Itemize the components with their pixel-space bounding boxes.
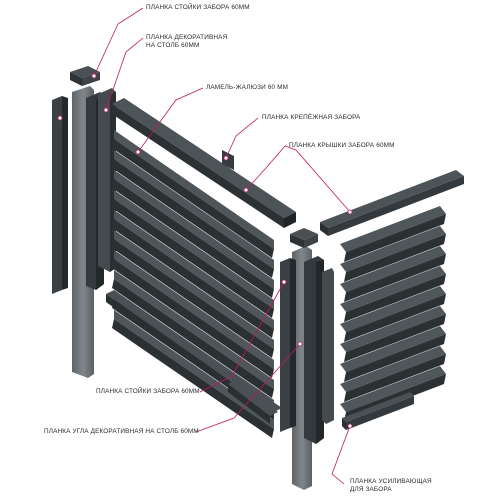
left-post-bar-front bbox=[52, 96, 62, 294]
right-cap-bar bbox=[320, 170, 464, 228]
louver-slat-shadow bbox=[112, 159, 274, 278]
louver-slat bbox=[340, 346, 446, 392]
louver-slat-shadow bbox=[112, 219, 274, 338]
label-reinforce-line1: ПЛАНКА УСИЛИВАЮЩАЯ bbox=[350, 478, 432, 485]
louver-slat-shadow bbox=[344, 294, 446, 342]
label-reinforce: ПЛАНКА УСИЛИВАЮЩАЯ ДЛЯ ЗАБОРА bbox=[350, 478, 432, 494]
center-post-assembly bbox=[280, 228, 334, 490]
label-louver: ЛАМЕЛЬ-ЖАЛЮЗИ 60 ММ bbox=[206, 84, 289, 91]
louver-slat bbox=[114, 230, 274, 349]
label-reinforce-line2: ДЛЯ ЗАБОРА bbox=[350, 486, 392, 493]
label-decor-bar-line2: НА СТОЛБ 60ММ bbox=[146, 42, 200, 49]
louver-slat bbox=[340, 286, 446, 332]
leader-reinforce bbox=[331, 425, 351, 485]
louver-slat-shadow bbox=[344, 314, 446, 362]
louver-slat bbox=[340, 366, 446, 412]
leader-decor-bar bbox=[105, 37, 144, 111]
louver-slat bbox=[340, 266, 446, 312]
center-post-bar-left bbox=[280, 258, 290, 432]
louver-slat bbox=[114, 150, 274, 269]
leader-louver bbox=[137, 87, 204, 153]
louver-slat bbox=[114, 170, 274, 289]
label-decor-bar: ПЛАНКА ДЕКОРАТИВНАЯ НА СТОЛБ 60ММ bbox=[146, 34, 227, 50]
corner-decor-bar bbox=[228, 380, 278, 416]
leader-cap-bar-right bbox=[284, 145, 351, 213]
louver-slat-shadow bbox=[344, 234, 446, 282]
louver-slat bbox=[340, 226, 446, 272]
label-post-bar-bottom: ПЛАНКА СТОЙКИ ЗАБОРА 60ММ bbox=[96, 388, 200, 395]
louver-slat bbox=[340, 246, 446, 292]
louver-slat bbox=[114, 270, 274, 389]
louver-slat-shadow bbox=[112, 139, 274, 258]
left-post-cap bbox=[70, 66, 100, 78]
louver-slat-shadow bbox=[112, 279, 274, 398]
louver-slat bbox=[114, 310, 274, 429]
louver-slat bbox=[114, 250, 274, 369]
left-fence-panel bbox=[106, 98, 296, 438]
reinforce-bar bbox=[342, 392, 414, 422]
louver-slat-shadow bbox=[112, 319, 274, 438]
label-corner-bar: ПЛАНКА УГЛА ДЕКОРАТИВНАЯ НА СТОЛБ 60ММ bbox=[44, 428, 199, 435]
louver-slat bbox=[114, 210, 274, 329]
louver-slat bbox=[340, 326, 446, 372]
left-louvers bbox=[112, 130, 274, 438]
leader-corner-bar bbox=[195, 343, 301, 433]
label-decor-bar-line1: ПЛАНКА ДЕКОРАТИВНАЯ bbox=[146, 34, 228, 41]
louver-slat bbox=[114, 130, 274, 249]
label-mount-bar: ПЛАНКА КРЕПЁЖНАЯ ЗАБОРА bbox=[262, 114, 361, 121]
louver-slat-shadow bbox=[112, 259, 274, 378]
mount-tab bbox=[222, 150, 234, 170]
label-cap-bar: ПЛАНКА КРЫШКИ ЗАБОРА 60ММ bbox=[289, 142, 395, 149]
right-louvers bbox=[340, 206, 446, 422]
louver-slat bbox=[114, 190, 274, 309]
leader-dots bbox=[57, 73, 353, 429]
louver-slat-shadow bbox=[344, 354, 446, 402]
louver-slat-shadow bbox=[112, 179, 274, 298]
louver-slat-shadow bbox=[344, 334, 446, 382]
leader-lines bbox=[93, 7, 351, 485]
center-corner-bar bbox=[322, 268, 334, 424]
louver-slat-shadow bbox=[344, 254, 446, 302]
leader-post-bar-bottom bbox=[199, 281, 285, 393]
right-fence-panel bbox=[320, 170, 464, 430]
louver-slat-shadow bbox=[112, 199, 274, 318]
left-post-assembly bbox=[52, 66, 116, 378]
louver-slat bbox=[340, 206, 446, 252]
louver-slat-shadow bbox=[344, 274, 446, 322]
louver-slat bbox=[340, 306, 446, 352]
left-top-bar bbox=[112, 98, 296, 218]
leader-cap-bar bbox=[245, 145, 286, 191]
label-post-bar-top: ПЛАНКА СТОЙКИ ЗАБОРА 60ММ bbox=[146, 4, 250, 11]
leader-mount-bar bbox=[225, 117, 259, 159]
louver-slat-shadow bbox=[112, 239, 274, 358]
left-bottom-bar bbox=[106, 290, 282, 412]
louver-slat-shadow bbox=[344, 214, 446, 262]
leader-post-bar-top bbox=[93, 7, 144, 77]
